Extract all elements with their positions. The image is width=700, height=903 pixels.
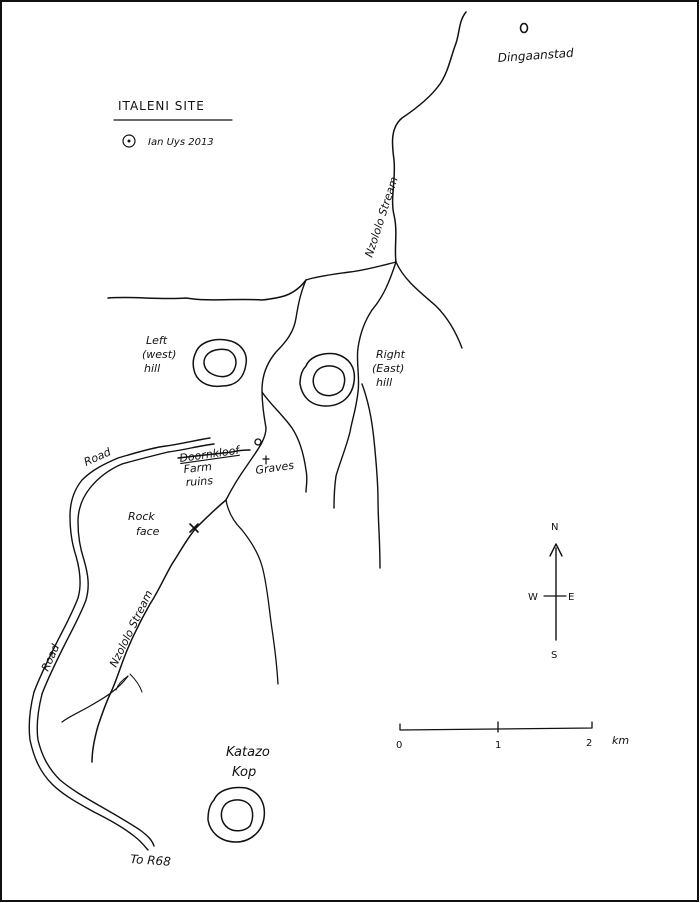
farm-label: Farm [183, 460, 213, 476]
left-hill-label-1: Left [146, 334, 168, 347]
farm-ruins-marker-icon [254, 438, 262, 446]
right-hill-label-1: Right [376, 348, 406, 361]
road-upper [33, 437, 211, 693]
road-lower [28, 691, 149, 851]
legend-author: Ian Uys 2013 [148, 137, 214, 148]
author-mark-icon [122, 134, 136, 148]
lower-tributary-twig-2 [115, 675, 129, 691]
compass: N S W E [528, 522, 574, 661]
kop-label: Kop [232, 765, 256, 780]
lower-tributary-east [225, 499, 279, 685]
compass-e: E [568, 592, 574, 603]
left-hill-icon [192, 338, 248, 388]
road-upper-label: Road [82, 445, 114, 469]
dingaanstad-marker-icon [519, 22, 529, 34]
east-tributary [361, 383, 381, 569]
ruins-label: ruins [185, 474, 213, 489]
right-hill-icon [299, 352, 356, 407]
road-upper-parallel [41, 443, 215, 695]
compass-s: S [551, 650, 557, 661]
to-r68-label: To R68 [130, 852, 172, 869]
junction-branch-west [305, 261, 397, 281]
rock-face-marker-icon [189, 523, 199, 533]
junction-branch-south [333, 261, 397, 509]
graves-label: Graves [255, 459, 295, 477]
katazo-kop-hill-icon [207, 786, 266, 843]
road-farm-spur [177, 449, 251, 459]
lower-tributary-twig-1 [129, 673, 143, 693]
compass-n: N [551, 522, 558, 533]
compass-w: W [528, 592, 538, 603]
right-hill-label-3: hill [376, 376, 392, 389]
scale-tick-1: 1 [495, 740, 501, 751]
face-label: face [136, 525, 160, 538]
nzololo-stream-lower-label: Nzololo Stream [107, 588, 155, 669]
scale-tick-0: 0 [396, 740, 402, 751]
dingaanstad-label: Dingaanstad [497, 46, 574, 65]
rock-label: Rock [128, 510, 155, 523]
watershed-line [107, 279, 307, 301]
left-hill-label-2: (west) [142, 348, 176, 361]
valley-west-edge [225, 279, 307, 501]
legend-title: ITALENI SITE [118, 99, 205, 113]
road-lower-parallel [36, 693, 155, 847]
scale-bar: 0 1 2 km [396, 721, 629, 751]
legend: ITALENI SITE Ian Uys 2013 [113, 99, 233, 148]
katazo-label: Katazo [226, 745, 270, 760]
junction-branch-east [395, 261, 463, 349]
nzololo-stream-lower [91, 499, 227, 763]
nzololo-stream-upper [391, 11, 467, 263]
right-hill-label-2: (East) [372, 362, 404, 375]
valley-east-edge [261, 391, 308, 493]
lower-tributary-west [61, 675, 129, 723]
scale-tick-2: 2 [586, 738, 592, 749]
graves-cross-icon [262, 455, 270, 465]
scale-unit: km [612, 734, 629, 747]
left-hill-label-3: hill [144, 362, 160, 375]
